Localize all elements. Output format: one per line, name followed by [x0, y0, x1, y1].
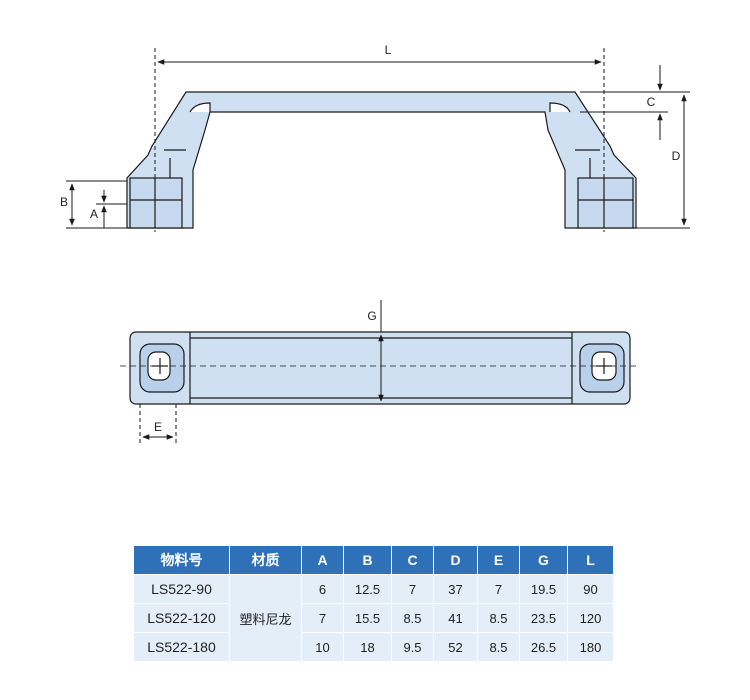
value-cell: 10: [301, 632, 344, 662]
right-foot-block: [577, 177, 634, 229]
value-cell: 9.5: [391, 632, 434, 662]
dim-label-D: D: [672, 149, 681, 163]
value-cell: 12.5: [343, 574, 392, 604]
value-cell: 7: [301, 603, 344, 633]
dim-label-L: L: [385, 43, 392, 57]
left-foot-block: [129, 177, 183, 229]
header-G: G: [519, 545, 568, 575]
header-material: 材质: [229, 545, 302, 575]
value-cell: 180: [567, 632, 614, 662]
value-cell: 8.5: [477, 603, 520, 633]
dimension-D: [636, 94, 690, 229]
value-cell: 52: [433, 632, 478, 662]
table-row: LS522-90 塑料尼龙 6 12.5 7 37 7 19.5 90: [133, 574, 614, 662]
dim-label-E: E: [154, 420, 162, 434]
header-C: C: [391, 545, 434, 575]
dimension-L: [154, 48, 605, 232]
table-row: LS522-120 7 15.5 8.5 41 8.5 23.5 120: [133, 603, 614, 633]
value-cell: 15.5: [343, 603, 392, 633]
dim-label-B: B: [60, 195, 68, 209]
value-cell: 19.5: [519, 574, 568, 604]
value-cell: 18: [343, 632, 392, 662]
value-cell: 7: [477, 574, 520, 604]
value-cell: 6: [301, 574, 344, 604]
dim-label-A: A: [90, 207, 98, 221]
value-cell: 90: [567, 574, 614, 604]
value-cell: 23.5: [519, 603, 568, 633]
dimension-B: [66, 180, 127, 229]
handle-top-body: [129, 331, 631, 405]
front-view: [126, 91, 637, 229]
top-view: [129, 331, 631, 405]
value-cell: 120: [567, 603, 614, 633]
material-cell: 塑料尼龙: [229, 574, 302, 662]
header-model: 物料号: [133, 545, 230, 575]
model-cell: LS522-180: [133, 632, 230, 662]
value-cell: 8.5: [477, 632, 520, 662]
dim-label-C: C: [647, 95, 656, 109]
header-B: B: [343, 545, 392, 575]
model-cell: LS522-90: [133, 574, 230, 604]
value-cell: 26.5: [519, 632, 568, 662]
dimension-A: [96, 190, 127, 228]
handle-front-body: [126, 91, 637, 229]
table-header-row: 物料号 材质 A B C D E G L: [133, 545, 614, 575]
spec-table: 物料号 材质 A B C D E G L LS522-90 塑料尼龙 6 12.…: [133, 545, 614, 662]
value-cell: 7: [391, 574, 434, 604]
value-cell: 8.5: [391, 603, 434, 633]
header-E: E: [477, 545, 520, 575]
handle-technical-drawing: L C D B A: [60, 43, 690, 446]
dim-label-G: G: [367, 309, 376, 323]
value-cell: 41: [433, 603, 478, 633]
table-row: LS522-180 10 18 9.5 52 8.5 26.5 180: [133, 632, 614, 662]
header-D: D: [433, 545, 478, 575]
dimension-C: [580, 65, 690, 140]
value-cell: 37: [433, 574, 478, 604]
header-L: L: [567, 545, 614, 575]
header-A: A: [301, 545, 344, 575]
model-cell: LS522-120: [133, 603, 230, 633]
dimension-E: [139, 404, 177, 446]
